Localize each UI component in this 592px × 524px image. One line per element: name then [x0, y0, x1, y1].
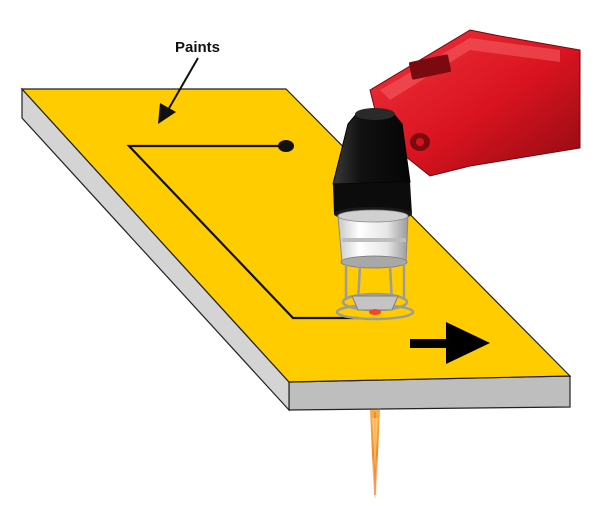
right-arrow-icon — [410, 322, 490, 364]
torch-black-cap — [332, 111, 411, 185]
plate-top-face — [20, 88, 572, 383]
path-start-dot — [278, 140, 294, 152]
torch-panel — [408, 54, 452, 80]
paints-leader-line — [167, 57, 199, 111]
cutting-path — [126, 144, 358, 320]
plasma-torch-icon — [332, 29, 581, 321]
paints-leader-arrowhead — [158, 103, 176, 124]
paints-label: Paints — [175, 39, 220, 56]
cutting-jet — [370, 410, 380, 498]
torch-tip — [369, 309, 381, 315]
